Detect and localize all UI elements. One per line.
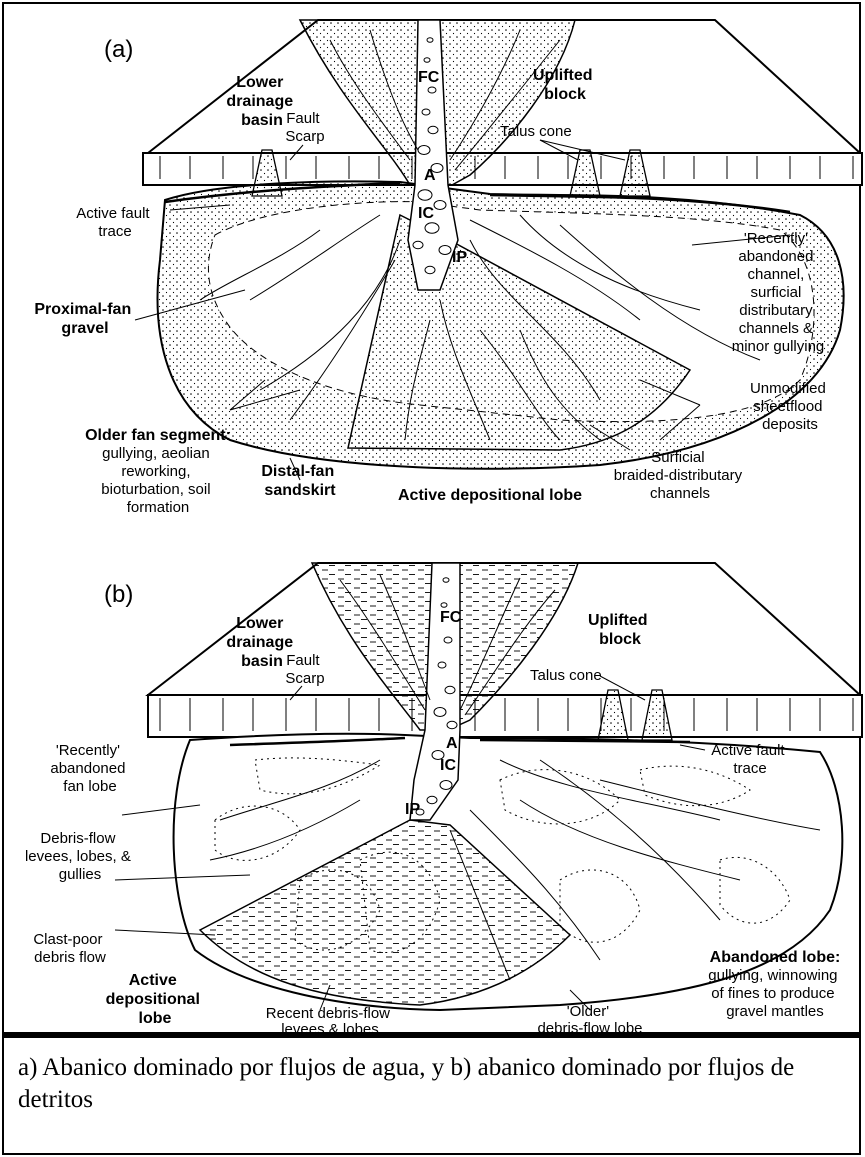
talus-cone-label-b: Talus cone (530, 667, 602, 684)
fc-label-a: FC (418, 69, 440, 86)
panel-a: (a) Lower drainage basin FC Uplifted blo… (34, 20, 862, 516)
recently-abandoned-fan-lobe-label-b: 'Recently' abandoned fan lobe (50, 742, 129, 795)
a-label-a: A (424, 167, 436, 184)
distal-fan-sandskirt-label-a: Distal-fan sandskirt (261, 463, 338, 499)
caption-divider (2, 1032, 861, 1038)
a-label-b: A (446, 735, 458, 752)
older-fan-segment-body-a: gullying, aeolian reworking, bioturbatio… (101, 445, 214, 516)
fc-label-b: FC (440, 609, 462, 626)
proximal-fan-gravel-label-a: Proximal-fan gravel (34, 301, 135, 337)
figure-caption: a) Abanico dominado por flujos de agua, … (18, 1052, 838, 1116)
abandoned-lobe-body-b: gullying, winnowing of fines to produce … (708, 967, 841, 1020)
active-fault-trace-label-a: Active fault trace (76, 205, 154, 240)
fault-scarp-label-b: Fault Scarp (285, 652, 324, 687)
panel-label-b: (b) (104, 581, 133, 608)
older-fan-segment-title-a: Older fan segment: (85, 427, 231, 444)
fault-scarp-face-a (143, 153, 862, 185)
clast-poor-label-b: Clast-poor debris flow (33, 931, 106, 966)
talus-cone-label-a: Talus cone (500, 123, 572, 140)
fault-scarp-face-b (148, 695, 862, 737)
alluvial-fan-diagram: (a) Lower drainage basin FC Uplifted blo… (0, 0, 865, 1040)
debris-flow-levees-label-b: Debris-flow levees, lobes, & gullies (25, 830, 135, 883)
ip-label-b: IP (405, 801, 420, 818)
unmodified-sheetflood-label-a: Unmodified sheetflood deposits (750, 380, 830, 433)
active-depositional-lobe-label-a: Active depositional lobe (398, 487, 582, 504)
ip-label-a: IP (452, 249, 467, 266)
ic-label-b: IC (440, 757, 456, 774)
abandoned-lobe-title-b: Abandoned lobe: (710, 949, 841, 966)
fault-scarp-label-a: Fault Scarp (285, 110, 324, 145)
panel-b: (b) Lower drainage basin FC Uplifted blo… (25, 563, 862, 1038)
active-depositional-lobe-label-b: Active depositional lobe (106, 972, 205, 1027)
ic-label-a: IC (418, 205, 434, 222)
panel-label-a: (a) (104, 36, 133, 63)
